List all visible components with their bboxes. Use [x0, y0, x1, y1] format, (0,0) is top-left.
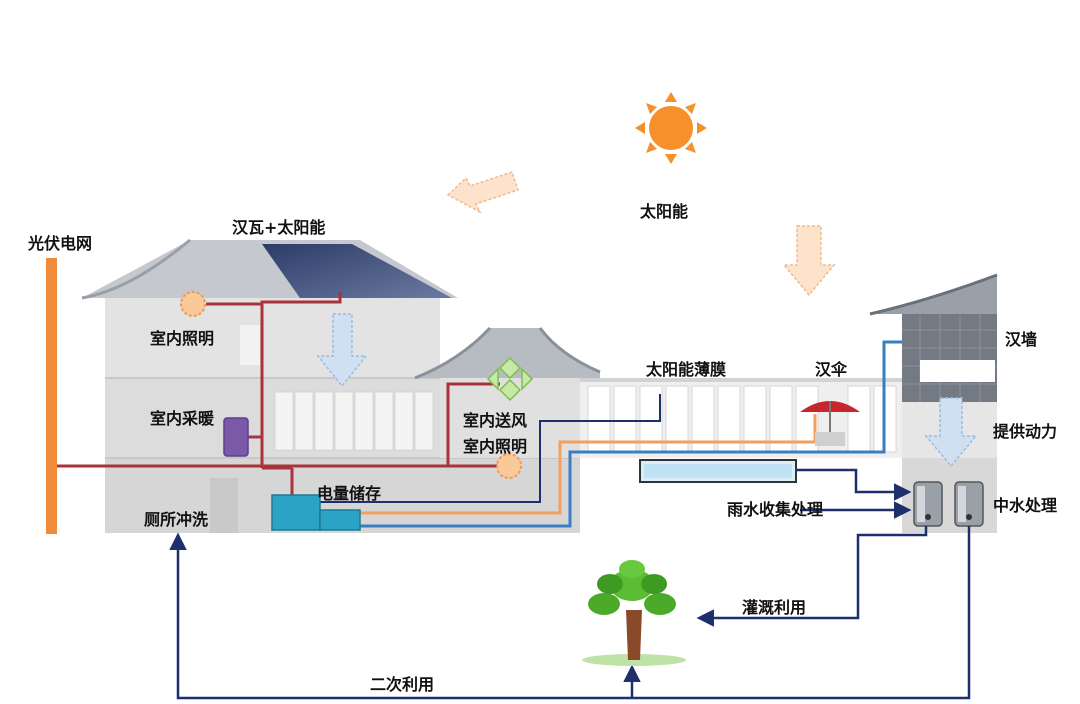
- label-toilet-flushing: 厕所冲洗: [144, 510, 209, 529]
- label-pv-grid: 光伏电网: [28, 234, 93, 253]
- heater-icon: [223, 417, 249, 457]
- label-indoor-lighting-1: 室内照明: [150, 329, 215, 348]
- label-reuse: 二次利用: [370, 675, 435, 694]
- label-power-storage: 电量储存: [317, 484, 382, 503]
- pv-grid-pole: [46, 258, 57, 534]
- sun-icon: [635, 92, 707, 164]
- sunlight-arrow-left-icon: [446, 171, 519, 214]
- water-tank-icon: [913, 481, 943, 527]
- tree-icon: [582, 560, 686, 666]
- label-power-supply: 提供动力: [993, 422, 1058, 441]
- water-flow-lines: [169, 468, 971, 700]
- battery-icon: [271, 494, 361, 531]
- main-house: [81, 238, 580, 533]
- label-indoor-ventilation: 室内送风: [463, 411, 528, 430]
- sunlight-arrow-down-icon: [782, 225, 836, 297]
- label-indoor-heating: 室内采暖: [150, 409, 215, 428]
- power-down-arrow-icon: [924, 397, 978, 468]
- heat-down-arrow-icon: [316, 313, 368, 388]
- water-tank-icon: [954, 481, 984, 527]
- umbrella-icon: [800, 401, 860, 446]
- solar-tile-panel: [262, 244, 452, 298]
- label-greywater: 中水处理: [993, 496, 1058, 515]
- label-solar-energy: 太阳能: [640, 202, 689, 221]
- label-irrigation: 灌溉利用: [742, 598, 807, 617]
- corridor: [580, 378, 902, 458]
- label-rainwater: 雨水收集处理: [727, 500, 824, 519]
- label-han-umbrella: 汉伞: [815, 360, 848, 379]
- rainwater-pool: [639, 459, 797, 483]
- label-han-wall: 汉墙: [1005, 330, 1038, 349]
- ventilation-icon: [486, 356, 534, 402]
- light-bulb-icon: [180, 291, 206, 317]
- label-tile-solar: 汉瓦+太阳能: [232, 218, 326, 237]
- label-indoor-lighting-2: 室内照明: [463, 437, 528, 456]
- label-thin-film-solar: 太阳能薄膜: [646, 360, 727, 379]
- light-bulb-icon: [496, 453, 522, 479]
